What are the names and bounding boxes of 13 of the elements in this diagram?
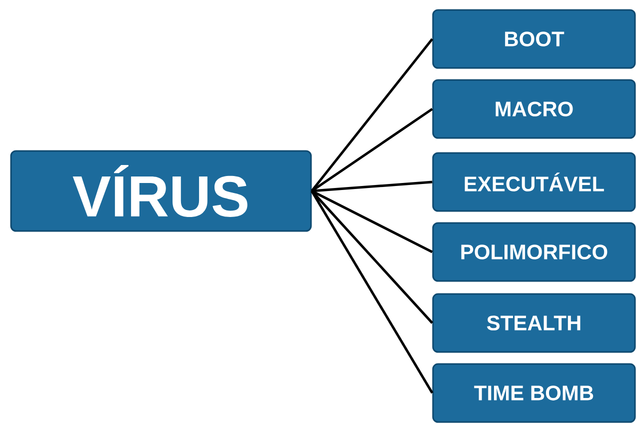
connector-line — [311, 190, 433, 254]
category-box: POLIMORFICO — [432, 222, 636, 282]
category-box: STEALTH — [432, 293, 636, 353]
main-box: VÍRUS — [10, 150, 312, 232]
category-box: BOOT — [432, 9, 636, 69]
connector-line — [310, 190, 434, 394]
category-box: TIME BOMB — [432, 363, 636, 423]
category-box: EXECUTÁVEL — [432, 152, 636, 212]
connector-line — [311, 108, 433, 192]
connector-line — [312, 180, 432, 192]
connector-line — [310, 190, 434, 324]
category-box: MACRO — [432, 79, 636, 139]
connector-line — [310, 38, 434, 192]
